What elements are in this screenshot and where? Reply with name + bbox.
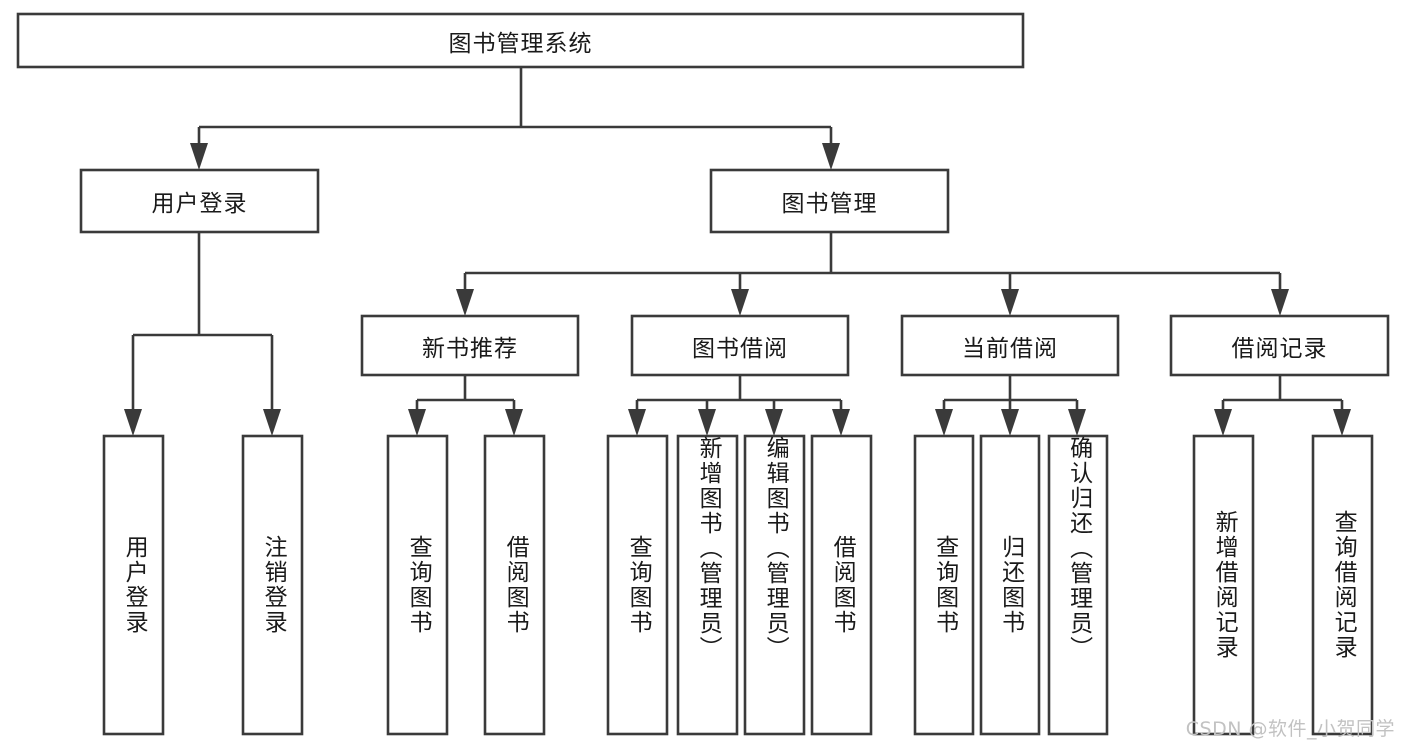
node-new-book-recommend-box[interactable] [360,314,580,377]
arrowhead-new-book [456,289,474,316]
arrowhead-book-borrow-leaf3 [765,409,783,436]
leaf-box-current-borrow-1[interactable] [913,434,975,736]
arrowhead-book-borrow-leaf1 [628,409,646,436]
arrowhead-borrow-record [1271,289,1289,316]
watermark-text: CSDN @软件_小贺同学 [1185,718,1395,740]
leaf-box-book-borrow-2[interactable] [676,434,739,736]
leaf-box-user-login-1[interactable] [102,434,165,736]
node-book-management-box[interactable] [709,168,950,234]
arrowhead-borrow-record-leaf1 [1214,409,1232,436]
arrowhead-borrow-record-leaf2 [1333,409,1351,436]
node-book-borrow-box[interactable] [630,314,850,377]
node-borrow-record-box[interactable] [1169,314,1390,377]
arrowhead-book-mgmt [822,143,840,170]
arrowhead-new-book-leaf2 [505,409,523,436]
arrowhead-current-borrow-leaf2 [1001,409,1019,436]
arrowhead-current-borrow [1001,289,1019,316]
node-current-borrow-box[interactable] [900,314,1120,377]
arrowhead-current-borrow-leaf1 [935,409,953,436]
arrowhead-user-login-leaf1 [124,409,142,436]
leaf-box-user-login-2[interactable] [241,434,304,736]
arrowhead-user-login [190,143,208,170]
leaf-box-book-borrow-3[interactable] [743,434,806,736]
leaf-box-current-borrow-2[interactable] [979,434,1041,736]
node-user-login-box[interactable] [79,168,320,234]
arrowhead-book-borrow-leaf4 [832,409,850,436]
leaf-box-book-borrow-1[interactable] [606,434,669,736]
leaf-box-current-borrow-3[interactable] [1047,434,1109,736]
leaf-box-borrow-record-1[interactable] [1192,434,1255,736]
arrowhead-new-book-leaf1 [408,409,426,436]
arrowhead-book-borrow [731,289,749,316]
node-root-box[interactable] [16,12,1025,69]
arrowhead-current-borrow-leaf3 [1068,409,1086,436]
leaf-box-new-book-1[interactable] [386,434,449,736]
arrowhead-user-login-leaf2 [263,409,281,436]
arrowhead-book-borrow-leaf2 [698,409,716,436]
leaf-box-book-borrow-4[interactable] [810,434,873,736]
leaf-box-borrow-record-2[interactable] [1311,434,1374,736]
leaf-box-new-book-2[interactable] [483,434,546,736]
